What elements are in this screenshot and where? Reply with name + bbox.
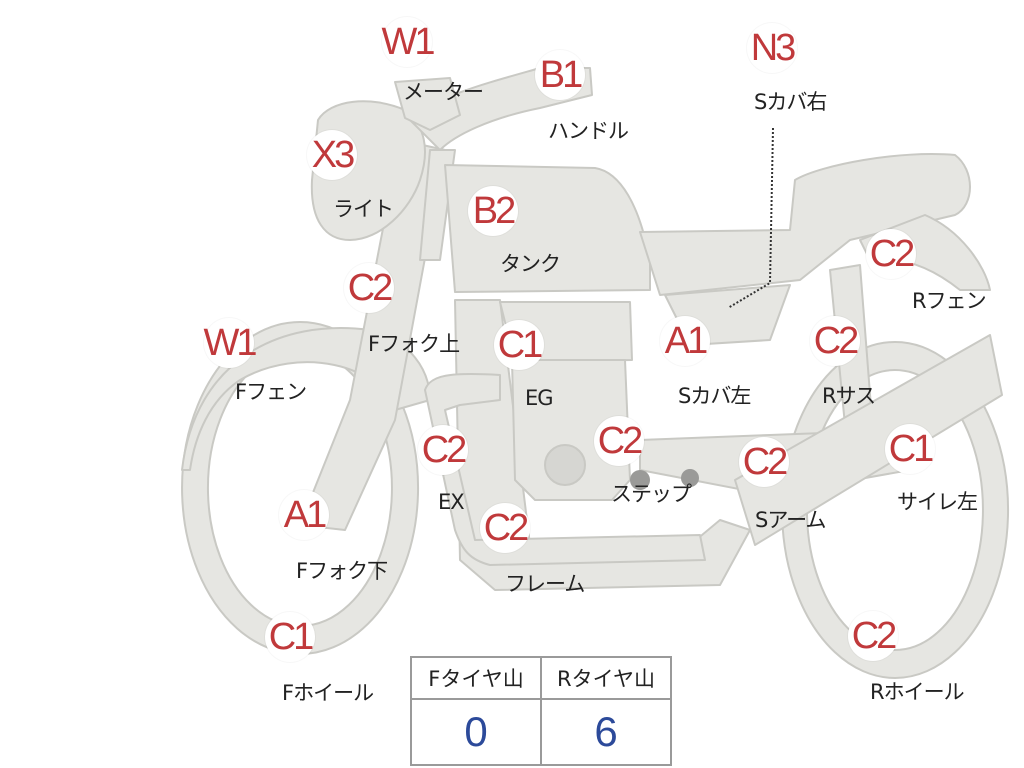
label-engine: EG — [525, 386, 554, 410]
grade-fork-upper: C2 — [344, 263, 394, 313]
grade-step: C2 — [594, 416, 644, 466]
grade-swing-arm: C2 — [739, 437, 789, 487]
label-fork-upper: Fフォク上 — [368, 332, 460, 356]
muffler-shape — [734, 334, 1003, 546]
grade-light: X3 — [307, 130, 357, 180]
grade-handle: B1 — [535, 50, 585, 100]
label-muffler-left: サイレ左 — [897, 490, 978, 514]
label-rear-fender: Rフェン — [912, 289, 987, 313]
engine-block-shape — [511, 359, 631, 501]
label-front-fender: Fフェン — [235, 380, 307, 404]
label-side-cover-right: Sカバ右 — [754, 90, 827, 114]
grade-frame: C2 — [480, 503, 530, 553]
exhaust-shape — [424, 372, 706, 566]
grade-exhaust: C2 — [418, 425, 468, 475]
meter-shape — [394, 77, 461, 131]
label-fork-lower: Fフォク下 — [296, 559, 388, 583]
label-front-wheel: Fホイール — [282, 681, 374, 705]
grade-front-fender: W1 — [204, 318, 258, 368]
tire-tread-table: Fタイヤ山 Rタイヤ山 0 6 — [410, 656, 672, 766]
grade-front-wheel: C1 — [265, 612, 315, 662]
grade-rear-wheel: C2 — [848, 611, 898, 661]
grade-muffler-left: C1 — [885, 424, 935, 474]
rear-tire-header: Rタイヤ山 — [540, 656, 672, 700]
grade-fork-lower: A1 — [279, 490, 329, 540]
grade-side-cover-left: A1 — [660, 316, 710, 366]
grade-meter: W1 — [382, 17, 436, 67]
front-tire-header: Fタイヤ山 — [410, 656, 542, 700]
label-step: ステップ — [611, 482, 692, 506]
label-exhaust: EX — [438, 490, 465, 514]
label-swing-arm: Sアーム — [755, 508, 826, 532]
grade-side-cover-right: N3 — [747, 23, 797, 73]
label-tank: タンク — [500, 252, 561, 276]
grade-engine: C1 — [494, 320, 544, 370]
label-handle: ハンドル — [548, 119, 629, 143]
label-rear-wheel: Rホイール — [870, 680, 965, 704]
label-meter: メーター — [403, 80, 484, 104]
seat-shape — [639, 153, 971, 296]
rear-tire-value: 6 — [540, 698, 672, 766]
grade-rear-fender: C2 — [866, 229, 916, 279]
label-frame: フレーム — [505, 572, 585, 596]
grade-rear-suspension: C2 — [810, 316, 860, 366]
label-rear-suspension: Rサス — [822, 384, 876, 408]
label-side-cover-left: Sカバ左 — [678, 384, 751, 408]
front-tire-value: 0 — [410, 698, 542, 766]
grade-tank: B2 — [468, 186, 518, 236]
label-light: ライト — [333, 197, 394, 221]
